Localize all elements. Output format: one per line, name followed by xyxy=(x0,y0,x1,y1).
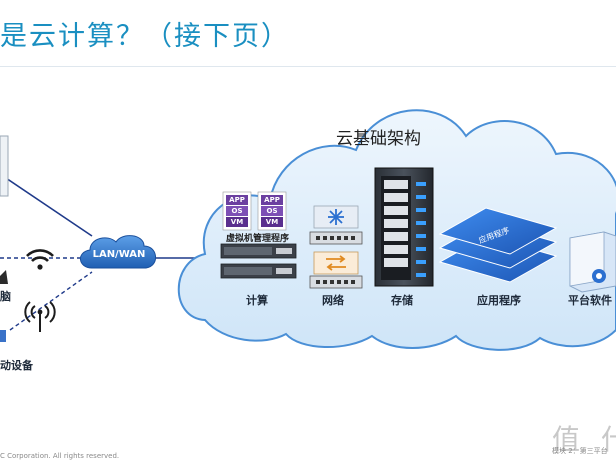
footer-copyright: C Corporation. All rights reserved. xyxy=(0,452,120,460)
vm-tile-1-vm: VM xyxy=(230,218,244,226)
vm-tile-2-os: OS xyxy=(266,207,278,215)
desktop-edge-icon xyxy=(0,135,9,197)
vm-tile-1-os: OS xyxy=(231,207,243,215)
vm-tile-2-vm: VM xyxy=(265,218,279,226)
laptop-edge-icon xyxy=(0,270,8,284)
wifi-icon xyxy=(26,249,54,270)
vm-tile-group xyxy=(222,191,287,231)
storage-rack-icon xyxy=(374,167,434,287)
component-label-platform: 平台软件 xyxy=(568,294,612,307)
vm-tile-2-app: APP xyxy=(264,196,280,204)
footer-module: 模块 2：第三平台 xyxy=(552,447,608,455)
component-label-application: 应用程序 xyxy=(477,294,521,307)
lan-wan-cloud xyxy=(80,235,156,269)
platform-software-icon xyxy=(569,231,616,293)
cloud-infrastructure-title: 云基础架构 xyxy=(336,129,421,149)
compute-server-icon xyxy=(220,243,297,279)
device-label-mobile: 动设备 xyxy=(0,359,33,372)
watermark: 值 什 xyxy=(552,423,616,456)
network-links xyxy=(0,173,200,331)
component-label-storage: 存储 xyxy=(391,294,413,307)
network-switch-icon xyxy=(309,205,363,289)
page-title: 是云计算？（接下页） xyxy=(0,21,290,52)
title-divider xyxy=(0,66,616,67)
application-stack-icon xyxy=(438,207,558,283)
component-label-network: 网络 xyxy=(322,294,344,307)
mobile-edge-icon xyxy=(0,330,6,342)
hypervisor-label: 虚拟机管理程序 xyxy=(226,234,290,244)
component-label-compute: 计算 xyxy=(246,294,268,307)
vm-tile-1-app: APP xyxy=(229,196,245,204)
device-label-computer: 脑 xyxy=(0,290,11,303)
antenna-icon xyxy=(24,301,56,332)
lan-wan-label: LAN/WAN xyxy=(92,249,146,260)
